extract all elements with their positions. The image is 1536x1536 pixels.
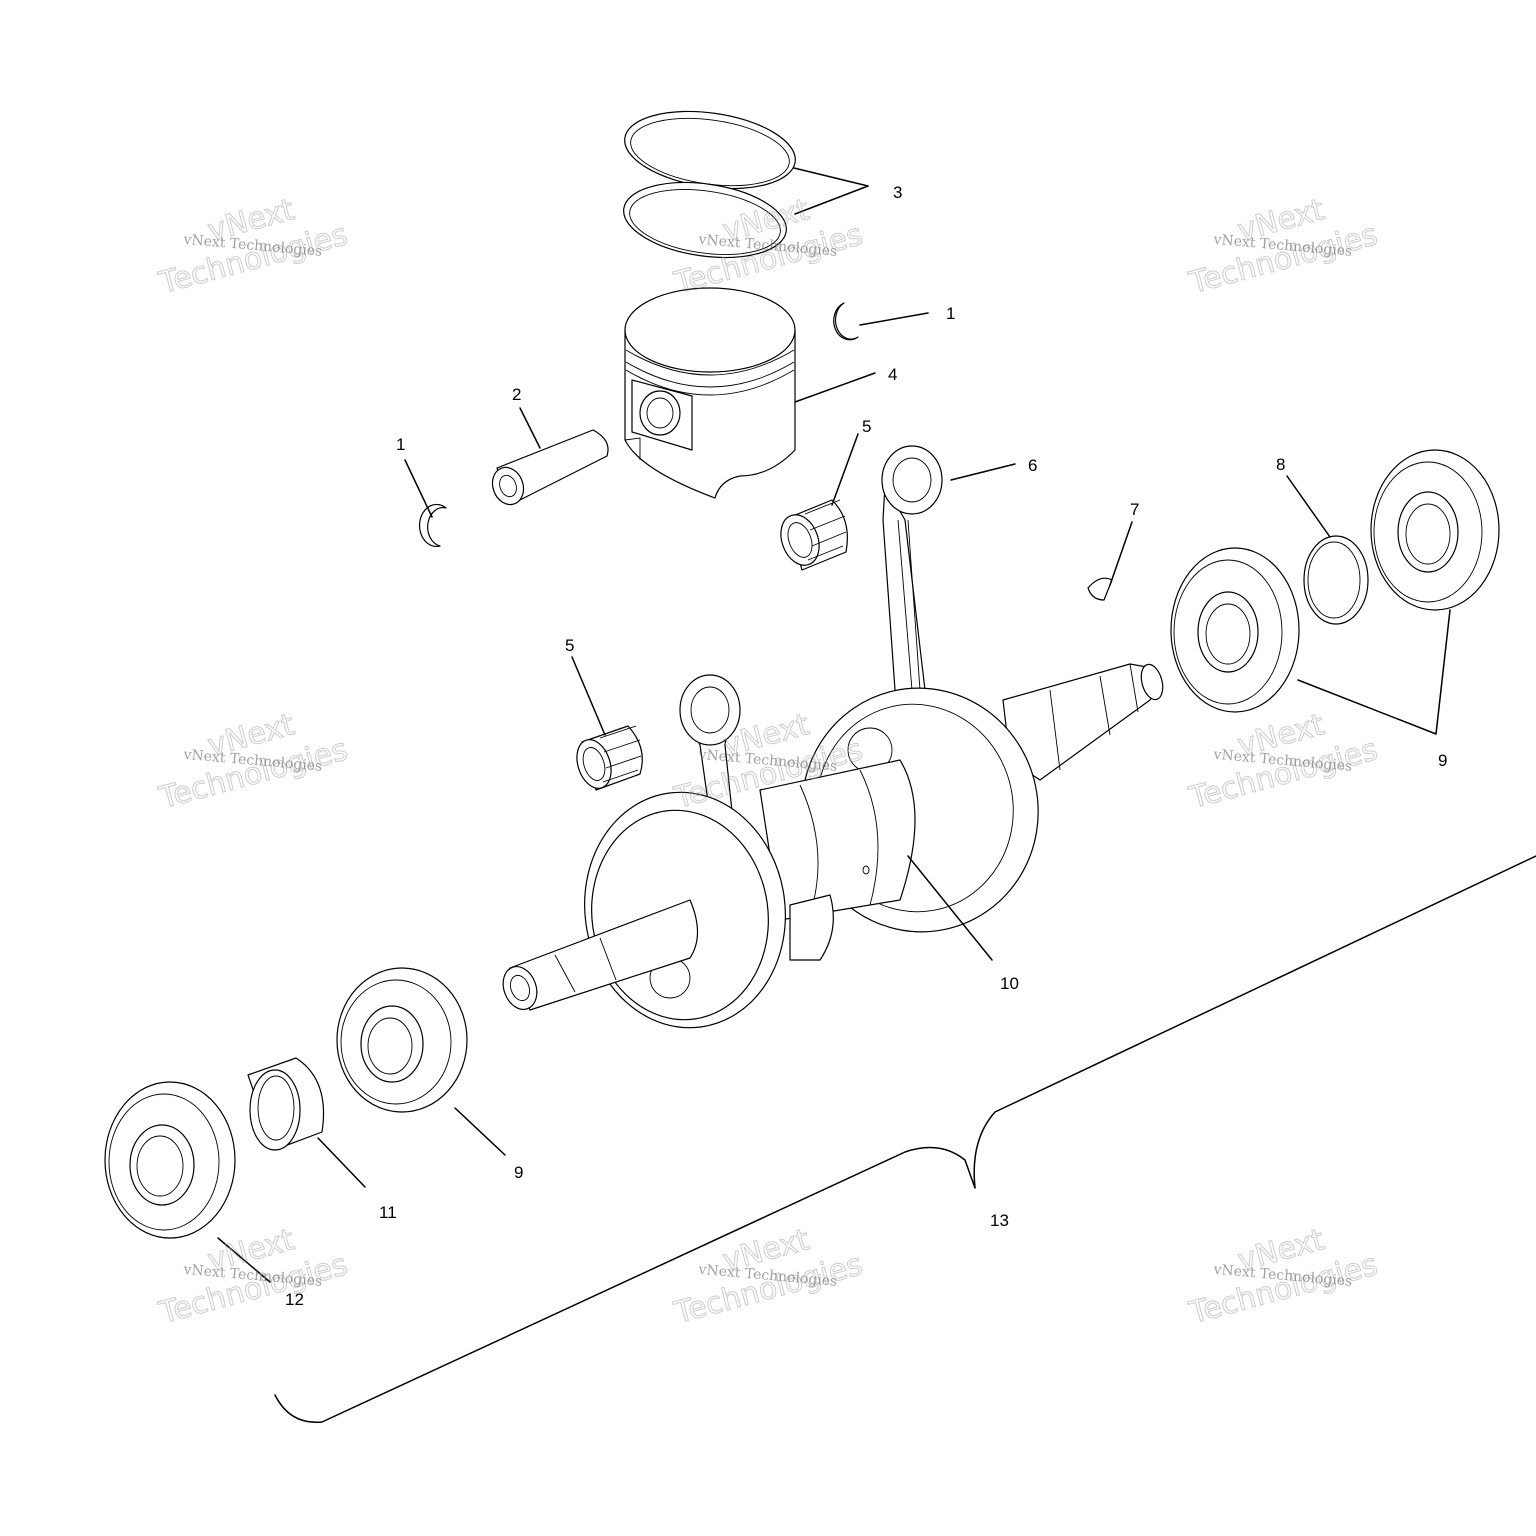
circlip-left [418,503,447,548]
bearing-left-outer [104,1081,236,1239]
callout-9-left: 9 [514,1163,523,1182]
callout-5-lower: 5 [565,636,574,655]
callout-9-right: 9 [1438,751,1447,770]
callout-2: 2 [512,385,521,404]
callout-3: 3 [893,183,902,202]
wrist-pin [491,429,609,506]
callout-8: 8 [1276,455,1285,474]
needle-bearing-upper [780,499,848,571]
bearing-left-inner [336,967,468,1113]
callout-4: 4 [888,365,897,384]
callout-13: 13 [990,1211,1009,1230]
circlip-right [833,302,859,341]
spacer-ring [247,1057,325,1151]
callout-labels: 3 1 4 2 1 5 6 7 8 9 5 10 9 11 12 13 [285,183,1447,1309]
callout-10: 10 [1000,974,1019,993]
assembly-bracket [274,855,1536,1423]
callout-6: 6 [1028,456,1037,475]
needle-bearing-lower [576,725,643,791]
piston [624,287,796,499]
callout-1-left: 1 [396,435,405,454]
bearing-right-inner [1170,547,1300,713]
piston-rings [623,110,796,259]
callout-1-right: 1 [946,304,955,323]
bearing-right-outer [1370,449,1500,611]
woodruff-key [1087,577,1113,601]
leader-lines [217,167,1451,1283]
callout-7: 7 [1130,500,1139,519]
oil-seal-ring [1303,535,1369,625]
crankshaft [502,663,1164,1029]
callout-5-upper: 5 [862,417,871,436]
callout-12: 12 [285,1290,304,1309]
callout-11: 11 [379,1203,397,1222]
